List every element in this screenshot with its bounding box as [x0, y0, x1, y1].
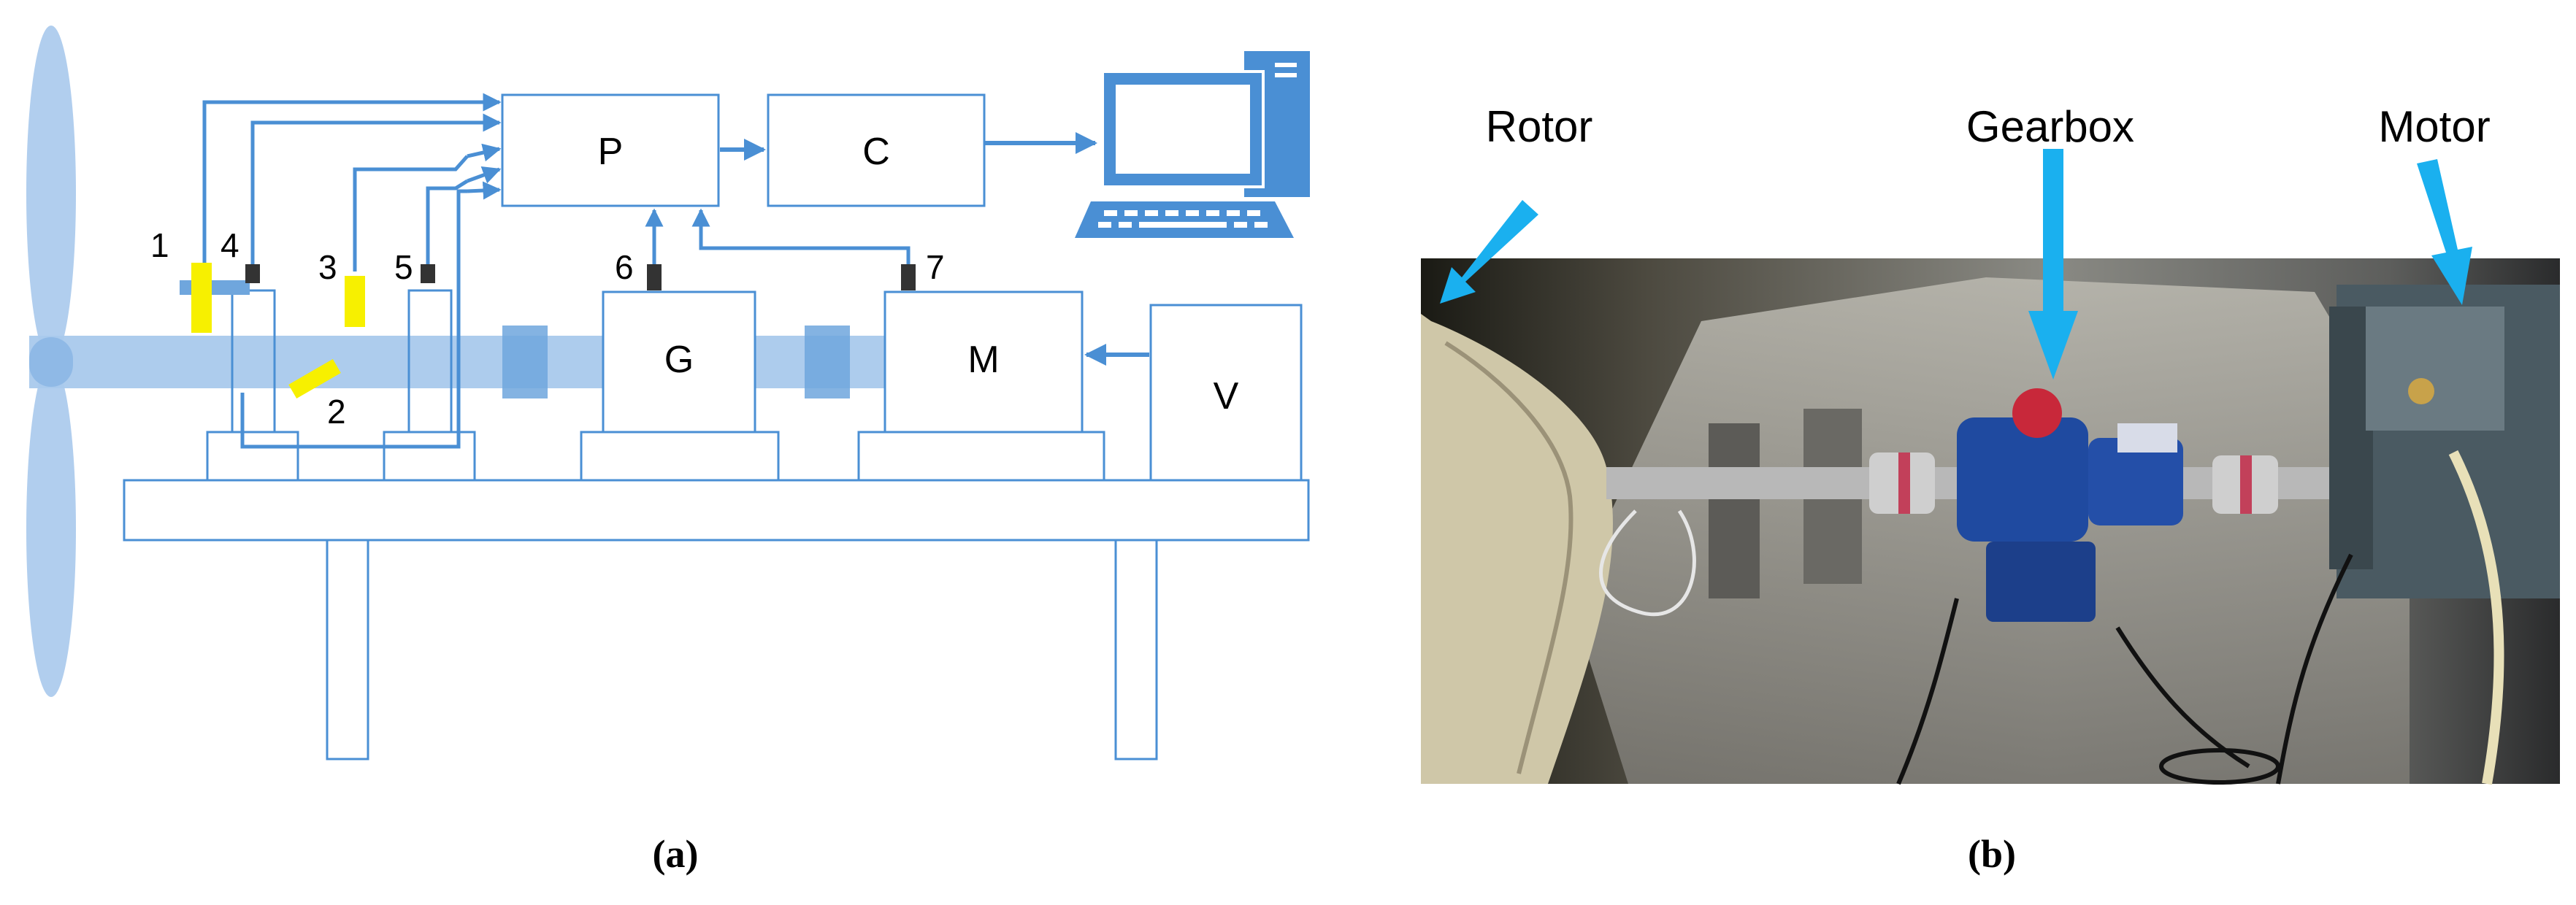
motor-base [857, 431, 1105, 482]
sensor-6 [647, 264, 662, 290]
callout-arrows [1440, 149, 2472, 380]
panel-a-caption: (a) [653, 832, 699, 876]
processor-label: P [598, 131, 624, 173]
sensor-1-label: 1 [150, 226, 169, 264]
photo-cables [1896, 553, 2353, 785]
bearing-support-1 [1709, 423, 1760, 598]
hub [29, 337, 73, 387]
test-bench-table [123, 479, 1310, 760]
bearing-blocks [206, 289, 476, 482]
photo-white-wire [1599, 509, 1696, 617]
sensor-4-label: 4 [221, 226, 239, 264]
sensor-2 [288, 358, 341, 399]
sensor-5 [421, 264, 435, 283]
rotor-label: Rotor [1486, 102, 1593, 151]
drive-block [1149, 304, 1303, 482]
sensor-5-label: 5 [394, 248, 413, 286]
motor-callout-arrow [2417, 159, 2472, 305]
rotor-callout-arrow [1440, 200, 1538, 304]
coupling-2 [805, 326, 850, 398]
sensor-1 [180, 280, 250, 295]
sensor-2-label: 2 [327, 393, 346, 431]
sensor-3-label: 3 [318, 248, 337, 286]
controller-label: C [862, 131, 890, 173]
panel-a-schematic: G M V P C [26, 26, 1310, 876]
gearbox-base [580, 431, 780, 482]
controller-block [767, 93, 986, 207]
sensor-3 [345, 276, 365, 327]
motor-block [883, 290, 1084, 434]
rotor-blade [1421, 314, 1613, 784]
panel-b-caption: (b) [1968, 832, 2016, 876]
sensor-1-yellow [191, 263, 212, 333]
panel-b-photo: Rotor Gearbox Motor (b) [1421, 102, 2560, 876]
photo-motor [2329, 285, 2560, 785]
processor-block [501, 93, 720, 207]
gearbox-photo-label: Gearbox [1966, 102, 2134, 151]
sensor-7 [901, 264, 916, 290]
motor-photo-label: Motor [2378, 102, 2490, 151]
photo-coupling-2-ring [2240, 455, 2252, 514]
motor-label: M [967, 339, 999, 381]
sensor-7-label: 7 [926, 248, 945, 286]
coupling-1 [502, 326, 548, 398]
wind-turbine-blade-icon [26, 26, 76, 697]
sensor-4 [245, 264, 260, 283]
sensor-6-label: 6 [615, 248, 634, 286]
photo-coupling-1-ring [1898, 452, 1910, 514]
photo-gearbox [1957, 388, 2183, 622]
computer-icon [1075, 51, 1310, 238]
signal-wires [202, 93, 911, 449]
gearbox-callout-arrow [2028, 149, 2078, 380]
gearbox-block [602, 290, 756, 434]
gearbox-label: G [664, 339, 694, 381]
sensors [180, 263, 916, 399]
drive-label: V [1214, 375, 1239, 417]
